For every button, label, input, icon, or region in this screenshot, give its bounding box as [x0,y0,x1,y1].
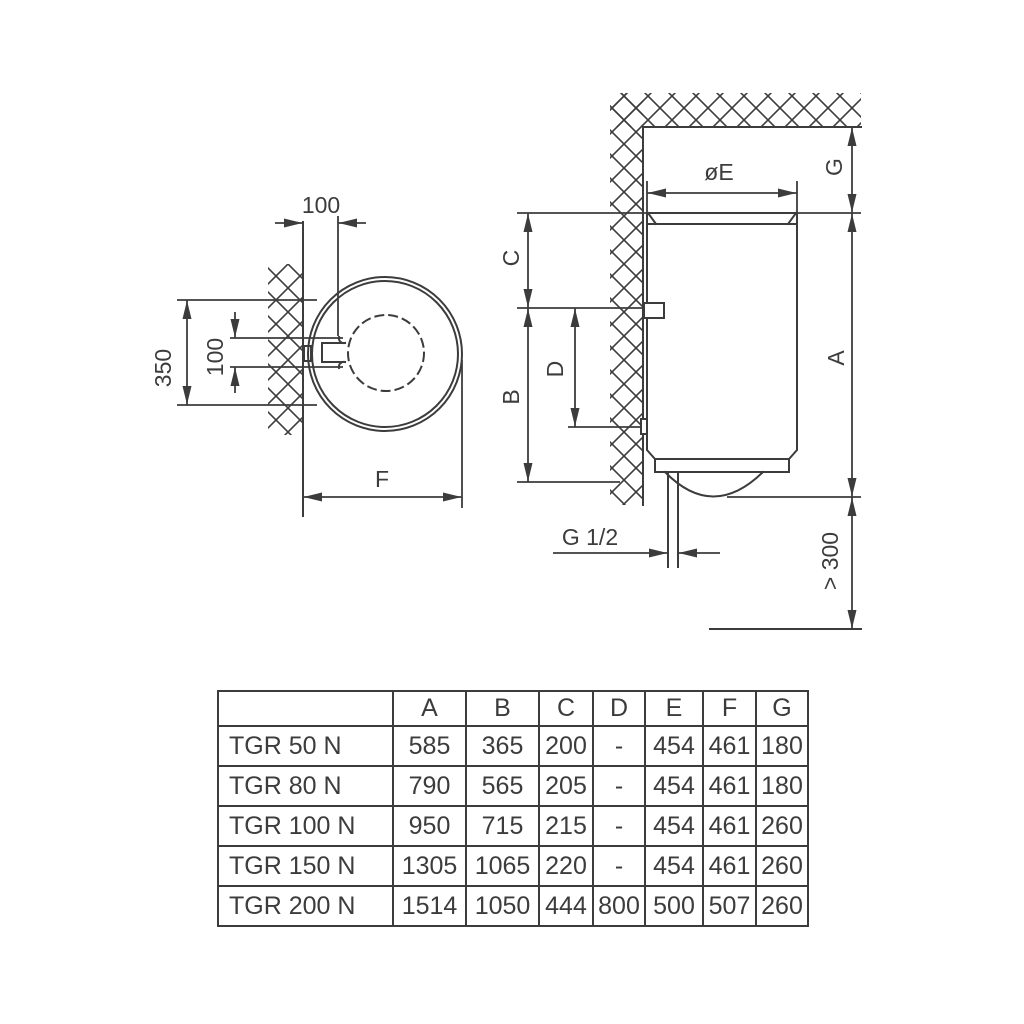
side-upper-bracket [643,302,665,319]
side-tank-bottom-dome [663,470,765,498]
front-flange-dashed-circle [347,314,425,392]
front-view: 100 350 100 F [150,192,463,517]
table-row: TGR 150 N 1305 1065 220 - 454 461 260 [217,845,809,887]
side-ceiling-hatch [610,93,861,127]
table-cell: 1050 [465,885,540,927]
table-cell: 260 [755,885,809,927]
front-offset-dim-label: 100 [302,192,340,218]
table-cell: 180 [755,765,809,807]
side-tank-bottom-skirt [654,458,790,473]
table-header-row: A B C D E F G [217,690,809,727]
front-mount-bracket [321,335,347,370]
table-cell: 260 [755,805,809,847]
side-lower-bracket [640,418,648,435]
table-cell: 565 [465,765,540,807]
table-cell: 461 [702,845,757,887]
side-dim-d-label: D [542,361,568,378]
table-cell: 444 [538,885,594,927]
side-view: øE C B D G A > 300 [498,93,862,630]
table-cell: 500 [644,885,704,927]
side-tank [646,211,798,568]
table-cell: 1514 [392,885,467,927]
table-cell: 1305 [392,845,467,887]
side-diameter-extension-lines [646,181,798,227]
front-bracket-spacing-dim-label: 100 [202,338,228,376]
model-name: TGR 80 N [217,765,394,807]
table-cell: 461 [702,805,757,847]
table-cell: 215 [538,805,594,847]
table-cell: 790 [392,765,467,807]
table-cell: 715 [465,805,540,847]
table-cell: 800 [592,885,646,927]
front-bracket-height-dim-label: 350 [150,349,176,387]
side-pipe-thread-label: G 1/2 [562,524,618,550]
front-depth-dim-label: F [375,466,389,492]
front-wall-hatch [268,264,303,435]
table-cell: - [592,725,646,767]
table-cell: 180 [755,725,809,767]
table-cell: 454 [644,725,704,767]
table-row: TGR 100 N 950 715 215 - 454 461 260 [217,805,809,847]
table-cell: - [592,845,646,887]
table-row: TGR 80 N 790 565 205 - 454 461 180 [217,765,809,807]
model-name: TGR 200 N [217,885,394,927]
table-header-a: A [392,690,467,727]
side-dim-a-label: A [823,350,849,366]
table-header-e: E [644,690,704,727]
side-inlet-pipe [667,471,679,568]
table-cell: - [592,805,646,847]
table-cell: 1065 [465,845,540,887]
model-name: TGR 50 N [217,725,394,767]
dimensions-table: A B C D E F G TGR 50 N 585 365 200 - 454… [217,690,809,927]
front-tank-inner-circle [311,280,459,428]
table-cell: 507 [702,885,757,927]
side-diameter-dim-label: øE [704,159,733,185]
table-cell: 365 [465,725,540,767]
table-header-g: G [755,690,809,727]
table-header-d: D [592,690,646,727]
front-tank-outer-circle [307,276,463,432]
table-cell: - [592,765,646,807]
table-cell: 454 [644,805,704,847]
model-name: TGR 150 N [217,845,394,887]
table-cell: 454 [644,845,704,887]
side-dim-c-label: C [498,250,524,267]
table-header-model [217,690,394,727]
front-bracket-height-extension-lines [177,299,317,406]
model-name: TGR 100 N [217,805,394,847]
table-cell: 200 [538,725,594,767]
table-row: TGR 200 N 1514 1050 444 800 500 507 260 [217,885,809,927]
table-cell: 950 [392,805,467,847]
table-cell: 454 [644,765,704,807]
table-cell: 220 [538,845,594,887]
side-tank-outline [646,212,798,460]
table-cell: 205 [538,765,594,807]
table-cell: 461 [702,765,757,807]
table-header-b: B [465,690,540,727]
table-cell: 585 [392,725,467,767]
table-row: TGR 50 N 585 365 200 - 454 461 180 [217,725,809,767]
table-cell: 461 [702,725,757,767]
front-bracket-spacing-extension-lines [230,337,343,368]
table-header-f: F [702,690,757,727]
side-dim-g-label: G [821,158,847,176]
side-tank-lid-corner-ticks [646,211,798,226]
side-dim-floor-clearance-label: > 300 [817,532,843,590]
side-wall-hatch [610,93,643,505]
side-dim-b-label: B [498,389,524,404]
table-header-c: C [538,690,594,727]
table-cell: 260 [755,845,809,887]
